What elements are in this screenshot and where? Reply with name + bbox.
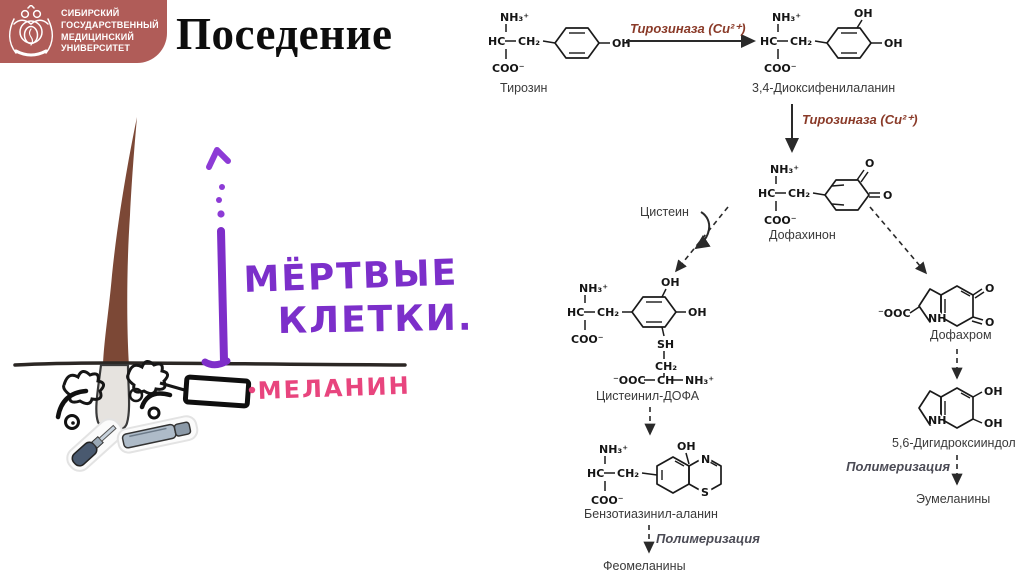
formula-text: HC	[760, 35, 777, 48]
formula-text: ⁻OOC	[613, 374, 646, 387]
label-tyrosine: Тирозин	[500, 81, 548, 95]
formula-text: COO⁻	[591, 494, 624, 507]
formula-text: HC	[567, 306, 584, 319]
melanin-bullet	[248, 386, 256, 394]
label-polymerization: Полимеризация	[656, 531, 760, 546]
formula-text: N	[701, 453, 710, 466]
label-tyrosinase: Тирозиназа (Cu²⁺)	[802, 112, 918, 127]
molecule-dopa: NH₃⁺ HC CH₂ OH OH COO⁻ 3,4-Диоксифенилал…	[752, 7, 903, 95]
formula-text: SH	[657, 338, 674, 351]
formula-text: CH₂	[617, 467, 639, 480]
label-dopa: 3,4-Диоксифенилаланин	[752, 81, 895, 95]
label-tyrosinase: Тирозиназа (Cu²⁺)	[630, 21, 746, 36]
formula-text: NH	[928, 414, 946, 427]
university-name: СИБИРСКИЙ ГОСУДАРСТВЕННЫЙ МЕДИЦИНСКИЙ УН…	[61, 8, 159, 56]
molecule-dihydroxyindole: OH OH NH 5,6-Дигидроксииндол	[892, 385, 1016, 450]
branch-arrow-left	[674, 206, 729, 273]
doodle-spiral	[71, 421, 75, 425]
formula-text: O	[985, 282, 994, 295]
melanin-label: МЕЛАНИН	[257, 372, 411, 405]
formula-text: OH	[984, 417, 1003, 430]
branch-arrow-right	[869, 206, 928, 275]
university-name-line: СИБИРСКИЙ	[61, 7, 120, 18]
molecule-tyrosine: NH₃⁺ HC CH₂ OH COO⁻ Тирозин	[488, 11, 631, 95]
university-name-line: УНИВЕРСИТЕТ	[61, 43, 131, 54]
formula-text: OH	[854, 7, 873, 20]
formula-text: OH	[688, 306, 707, 319]
label-pheomelanins: Феомеланины	[603, 559, 686, 573]
formula-text: HC	[488, 35, 505, 48]
dead-cells-label-line2: КЛЕТКИ.	[277, 298, 473, 342]
formula-text: NH₃⁺	[579, 282, 608, 295]
label-dopaquinone: Дофахинон	[769, 228, 836, 242]
melanocyte-squiggle	[128, 387, 144, 403]
dead-cells-arrowhead	[206, 147, 231, 170]
label-cysteine: Цистеин	[640, 205, 689, 219]
dead-cells-arrow-dot	[219, 184, 225, 190]
label-eumelanins: Эумеланины	[916, 492, 990, 506]
hair-strand	[103, 117, 137, 365]
hair-follicle-sketch: МЁРТВЫЕ КЛЕТКИ. МЕЛАНИН	[13, 117, 474, 472]
formula-text: NH₃⁺	[500, 11, 529, 24]
formula-text: S	[701, 486, 709, 499]
formula-text: NH₃⁺	[685, 374, 714, 387]
formula-text: NH₃⁺	[599, 443, 628, 456]
formula-text: OH	[661, 276, 680, 289]
molecule-cysteinyl-dopa: NH₃⁺ HC CH₂ OH OH COO⁻ SH CH₂ ⁻OOC CH NH…	[567, 276, 714, 403]
page-title: Поседение	[176, 9, 393, 59]
formula-text: OH	[677, 440, 696, 453]
university-badge: СИБИРСКИЙ ГОСУДАРСТВЕННЫЙ МЕДИЦИНСКИЙ УН…	[0, 0, 167, 63]
melanocyte-squiggle	[62, 370, 105, 406]
cysteine-arrow	[694, 211, 711, 250]
label-polymerization: Полимеризация	[846, 459, 950, 474]
university-name-line: МЕДИЦИНСКИЙ	[61, 31, 135, 42]
formula-text: NH	[928, 312, 946, 325]
formula-text: CH₂	[518, 35, 540, 48]
doodle-arc	[55, 388, 89, 420]
melanin-pathway-diagram: NH₃⁺ HC CH₂ OH COO⁻ Тирозин Тирозиназа (…	[488, 7, 1016, 573]
dead-cells-arrow	[217, 227, 228, 365]
doodle-spiral	[64, 414, 80, 430]
formula-text: NH₃⁺	[772, 11, 801, 24]
label-benzothiazinyl: Бензотиазинил-аланин	[584, 507, 718, 521]
university-name-line: ГОСУДАРСТВЕННЫЙ	[61, 19, 159, 30]
formula-text: OH	[884, 37, 903, 50]
formula-text: COO⁻	[571, 333, 604, 346]
dead-cells-arrow-dot	[216, 197, 222, 203]
dead-cells-arrow-dot	[217, 210, 225, 218]
university-emblem-icon	[9, 4, 53, 56]
screwdriver-doodle	[66, 418, 123, 472]
melanin-pointer-line	[159, 381, 189, 393]
formula-text: CH₂	[788, 187, 810, 200]
formula-text: ⁻OOC	[878, 307, 911, 320]
dead-cells-label-line1: МЁРТВЫЕ	[243, 252, 459, 301]
formula-text: OH	[984, 385, 1003, 398]
formula-text: O	[865, 157, 874, 170]
label-cysteinyl-dopa: Цистеинил-ДОФА	[596, 389, 700, 403]
formula-text: NH₃⁺	[770, 163, 799, 176]
formula-text: HC	[587, 467, 604, 480]
molecule-dopaquinone: NH₃⁺ HC CH₂ O O COO⁻ Дофахинон	[758, 157, 892, 242]
label-dopachrome: Дофахром	[930, 328, 992, 342]
formula-text: O	[883, 189, 892, 202]
formula-text: OH	[612, 37, 631, 50]
formula-text: CH₂	[597, 306, 619, 319]
doodle-spiral	[147, 406, 161, 420]
molecule-dopachrome: ⁻OOC O O NH Дофахром	[878, 282, 994, 342]
molecule-benzothiazinyl-alanine: NH₃⁺ HC CH₂ N S OH COO⁻ Бензотиазинил-ал…	[584, 440, 722, 521]
formula-text: COO⁻	[492, 62, 525, 75]
formula-text: COO⁻	[764, 62, 797, 75]
formula-text: COO⁻	[764, 214, 797, 227]
formula-text: CH₂	[790, 35, 812, 48]
formula-text: HC	[758, 187, 775, 200]
formula-text: CH	[657, 374, 674, 387]
melanin-box	[182, 374, 252, 409]
label-dihydroxyindole: 5,6-Дигидроксииндол	[892, 436, 1016, 450]
formula-text: CH₂	[655, 360, 677, 373]
formula-text: O	[985, 316, 994, 329]
marker-doodle	[116, 415, 199, 454]
doodle-arc	[139, 391, 173, 410]
